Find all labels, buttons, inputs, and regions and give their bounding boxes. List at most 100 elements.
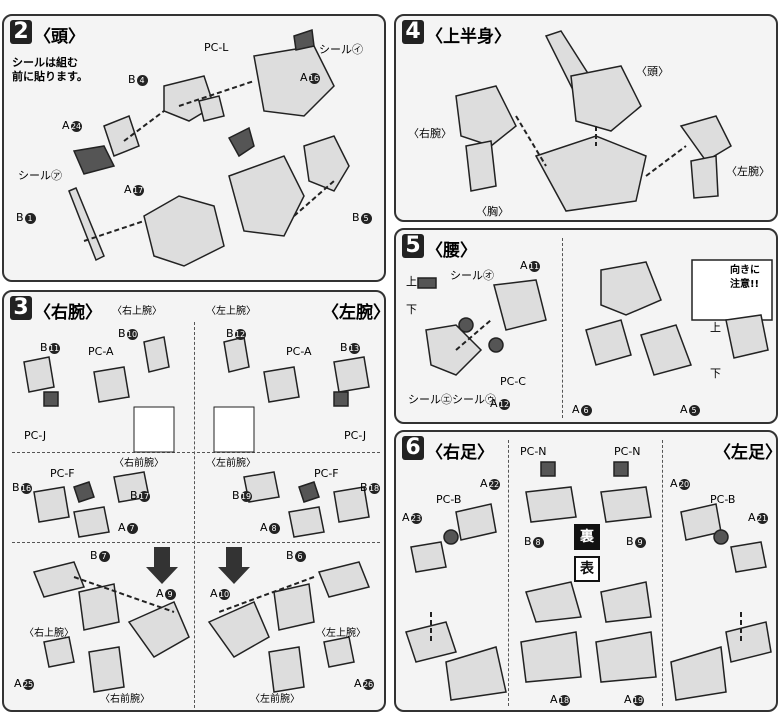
- label-left-arm: 〈左腕〉: [726, 165, 770, 178]
- label-seal-i: シール㋑: [319, 43, 363, 56]
- label-b13: B13: [340, 341, 360, 354]
- divider: [508, 440, 509, 706]
- label-pc-b-right: PC-B: [436, 493, 462, 506]
- left-arm-title: 〈左腕〉: [322, 303, 390, 323]
- label-note-down: 下: [710, 367, 721, 380]
- label-a18: A18: [550, 693, 570, 706]
- upper-body-illustration: [455, 30, 732, 212]
- divider: [562, 238, 563, 418]
- label-pc-j-left: PC-J: [344, 429, 367, 442]
- label-b12: B12: [226, 327, 246, 340]
- orientation-note: 向きに 注意!!: [730, 264, 760, 292]
- front-label: 表: [574, 556, 600, 582]
- label-right-arm: 〈右腕〉: [408, 127, 452, 140]
- label-a19: A19: [624, 693, 644, 706]
- divider: [12, 452, 380, 453]
- label-a26: A26: [354, 677, 374, 690]
- label-a23: A23: [402, 511, 422, 524]
- label-b17: B17: [130, 489, 150, 502]
- orientation-note-line2: 注意!!: [730, 279, 760, 290]
- step-number: 5: [402, 234, 424, 258]
- divider: [12, 542, 380, 543]
- left-leg-title: 〈左足〉: [714, 443, 780, 463]
- arms-illustration: [23, 336, 371, 693]
- label-chest: 〈胸〉: [476, 205, 509, 218]
- label-a25: A25: [14, 677, 34, 690]
- step-title: 〈右腕〉: [34, 303, 102, 323]
- label-a24: A24: [62, 119, 82, 132]
- step-title: 〈頭〉: [34, 27, 85, 47]
- label-b10: B10: [118, 327, 138, 340]
- seal-note: シールは組む 前に貼ります。: [12, 56, 88, 84]
- label-pc-j-right: PC-J: [24, 429, 47, 442]
- head-assembly-illustration: [68, 28, 350, 267]
- label-right-upper-arm: 〈右上腕〉: [112, 306, 162, 317]
- label-seal-e: シール㋓: [408, 393, 452, 406]
- label-b19: B19: [232, 489, 252, 502]
- divider: [194, 322, 195, 708]
- label-pc-f-right: PC-F: [50, 467, 75, 480]
- label-b18: B18: [360, 481, 380, 494]
- step-number: 3: [10, 296, 32, 320]
- label-left-forearm: 〈左前腕〉: [206, 458, 256, 469]
- label-a22: A22: [480, 477, 500, 490]
- seal-note-line2: 前に貼ります。: [12, 70, 88, 83]
- label-pc-c: PC-C: [500, 375, 526, 388]
- label-left-upper-arm-2: 〈左上腕〉: [316, 628, 366, 639]
- label-pc-b-left: PC-B: [710, 493, 736, 506]
- back-label: 裏: [574, 524, 600, 550]
- label-a17: A17: [124, 183, 144, 196]
- label-seal-a: シール㋐: [18, 169, 62, 182]
- label-a16: A16: [300, 71, 320, 84]
- label-seal-u: シール㋒: [452, 393, 496, 406]
- label-a12: A12: [490, 397, 510, 410]
- divider: [662, 440, 663, 706]
- label-head: 〈頭〉: [636, 65, 669, 78]
- step-number: 2: [10, 20, 32, 44]
- label-right-upper-arm-2: 〈右上腕〉: [24, 628, 74, 639]
- panel-arms: 3 〈右腕〉 〈左腕〉 〈右上腕〉: [2, 290, 390, 712]
- label-a10: A10: [210, 587, 230, 600]
- step-title: 〈腰〉: [426, 241, 477, 261]
- label-right-forearm-2: 〈右前腕〉: [100, 694, 150, 705]
- orientation-note-line1: 向きに: [730, 265, 760, 276]
- step-number: 6: [402, 436, 424, 460]
- label-seal-o: シール㋔: [450, 269, 494, 282]
- step-title: 〈上半身〉: [426, 27, 511, 47]
- label-a21: A21: [748, 511, 768, 524]
- label-left-upper-arm: 〈左上腕〉: [206, 306, 256, 317]
- seal-note-line1: シールは組む: [12, 56, 78, 69]
- label-b16: B16: [12, 481, 32, 494]
- label-a11: A11: [520, 259, 540, 272]
- label-left-forearm-2: 〈左前腕〉: [250, 694, 300, 705]
- label-right-forearm: 〈右前腕〉: [114, 458, 164, 469]
- label-a20: A20: [670, 477, 690, 490]
- label-down: 下: [406, 303, 417, 316]
- step-title: 〈右足〉: [426, 443, 494, 463]
- legs-illustration: [405, 461, 772, 701]
- panel-upper-body: 4 〈上半身〉 〈頭〉 〈右腕〉 〈左腕〉 〈胸〉: [394, 14, 778, 222]
- label-pc-a-left: PC-A: [286, 345, 312, 358]
- label-up: 上: [406, 275, 417, 288]
- label-b11: B11: [40, 341, 60, 354]
- label-pc-n-1: PC-N: [520, 445, 547, 458]
- label-pc-l: PC-L: [204, 41, 229, 54]
- label-note-up: 上: [710, 321, 721, 334]
- waist-illustration: [417, 259, 773, 376]
- label-pc-f-left: PC-F: [314, 467, 339, 480]
- step-number: 4: [402, 20, 424, 44]
